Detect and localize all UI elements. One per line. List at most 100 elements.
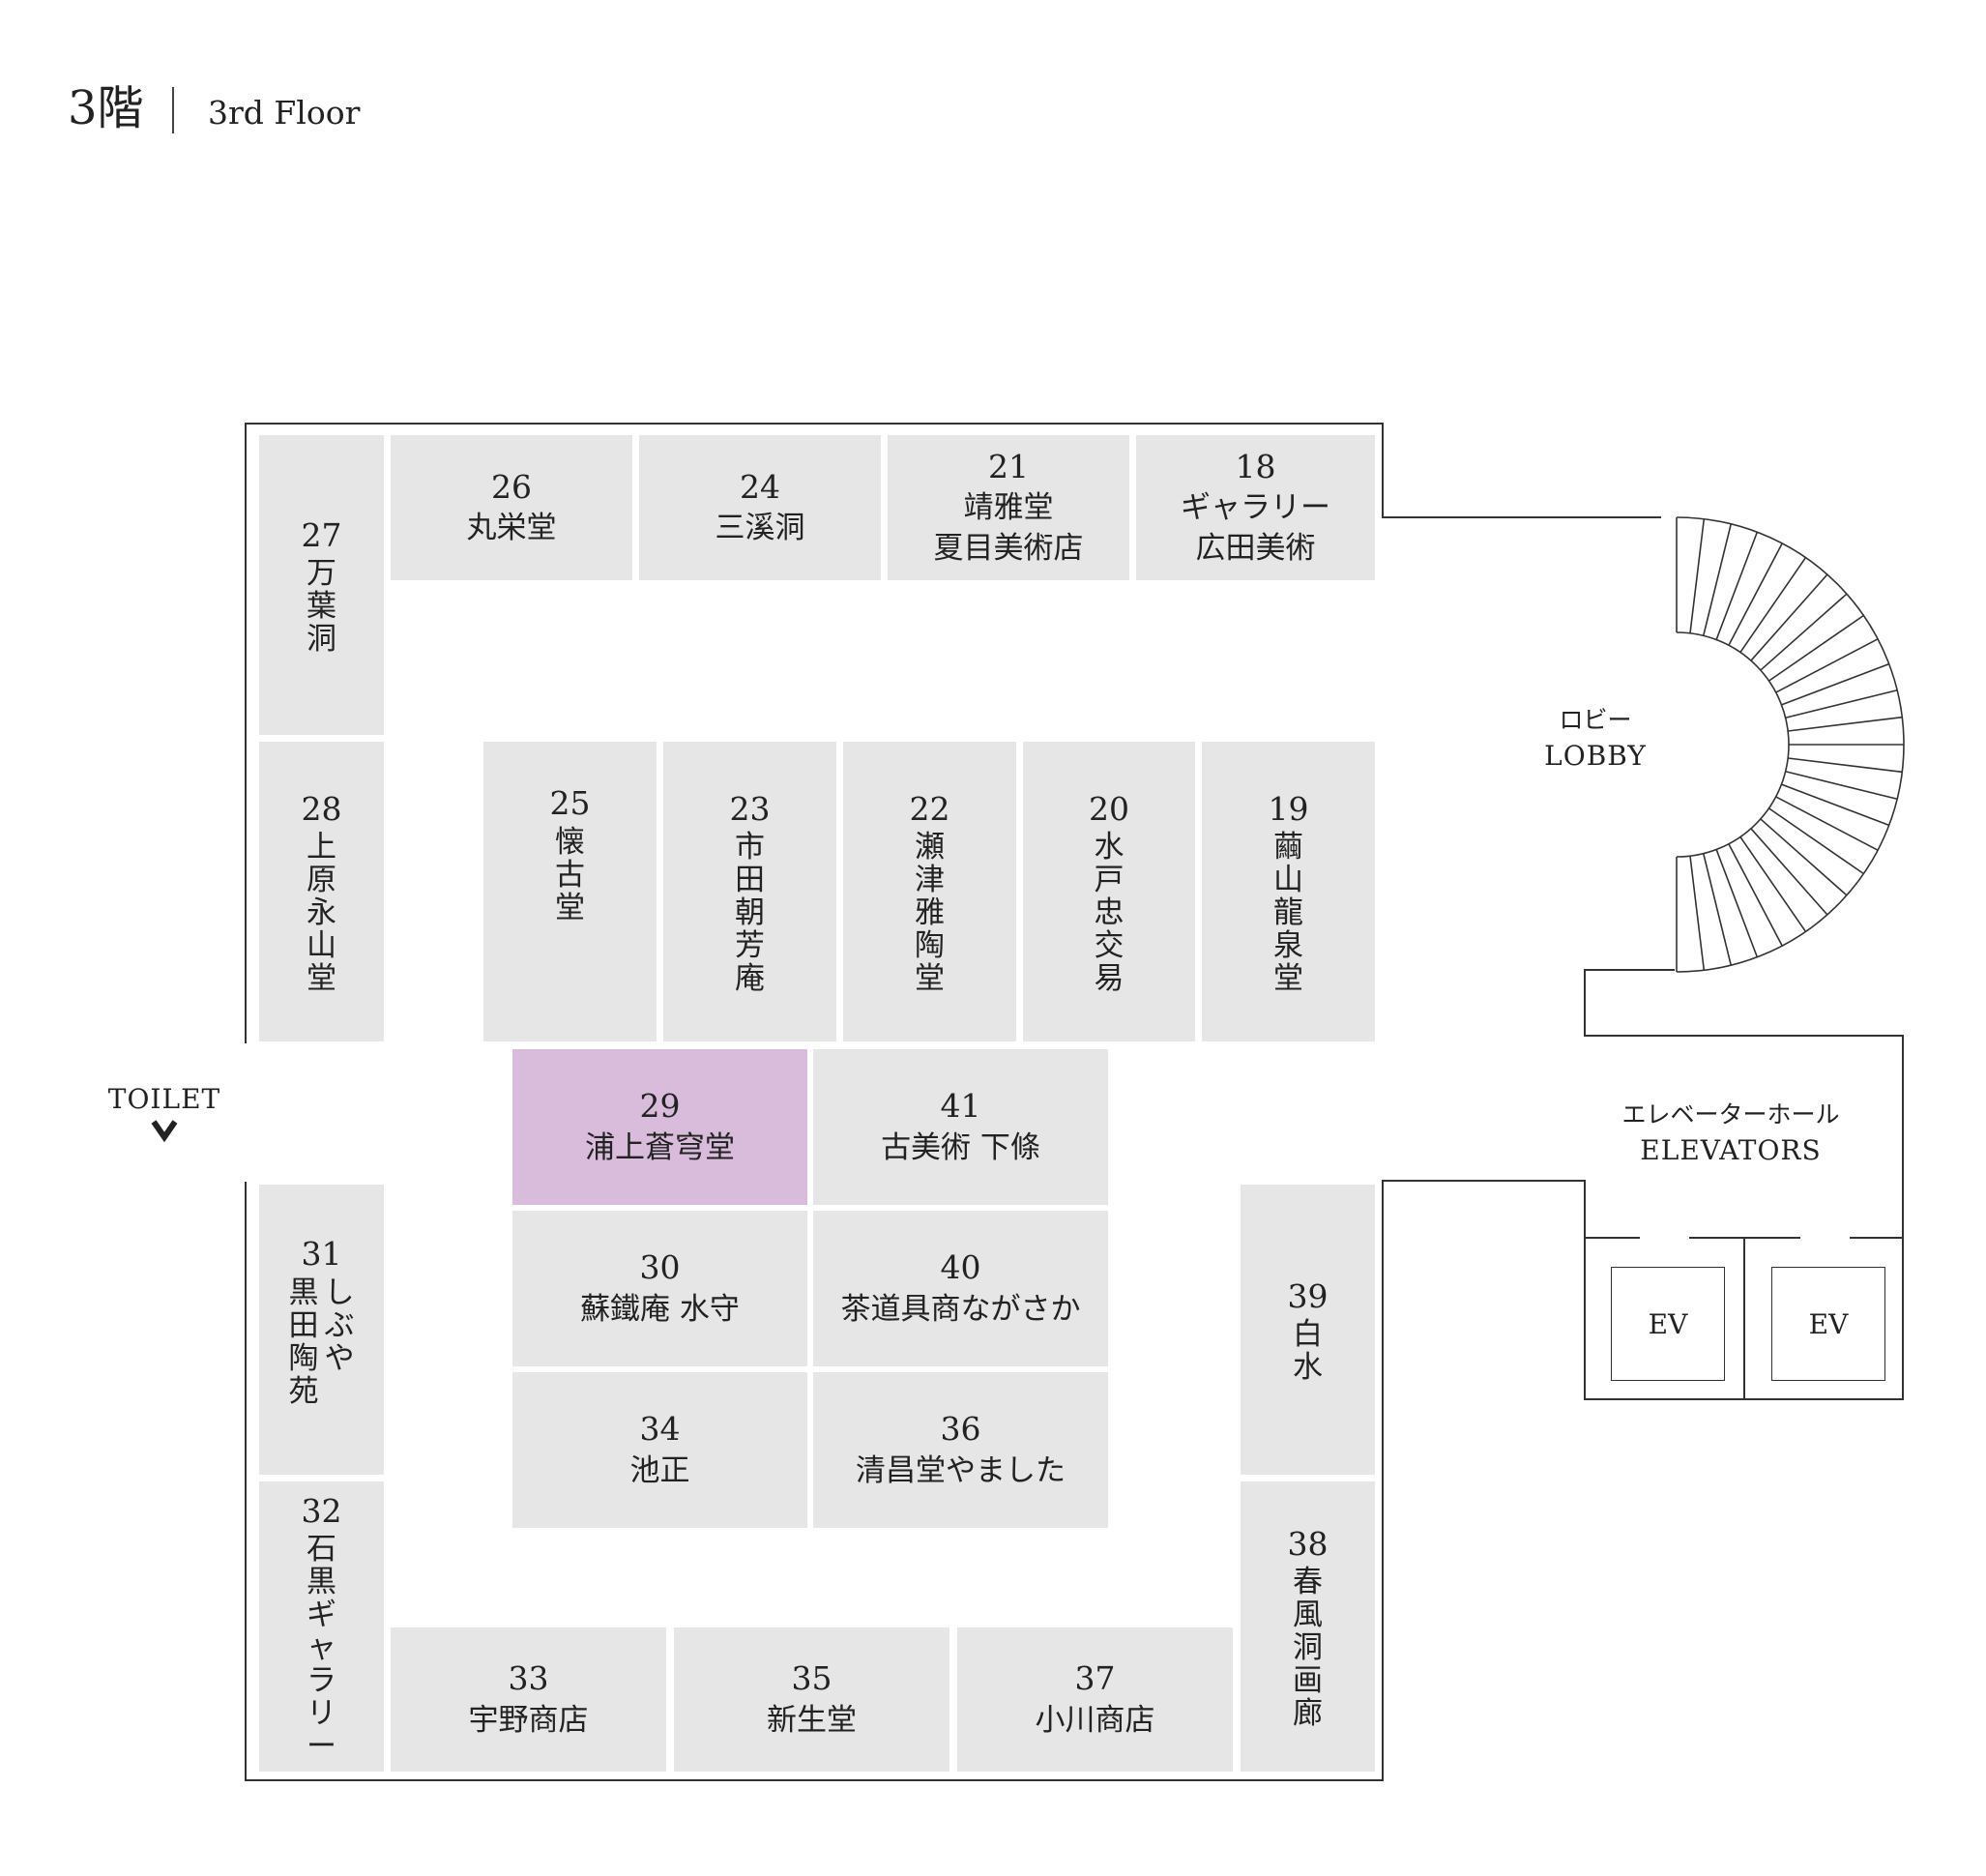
booth-name: 清昌堂やました [856, 1452, 1066, 1488]
booth-name-line2: 夏目美術店 [933, 531, 1084, 567]
booth-name: 池正 [629, 1452, 690, 1488]
booth-25[interactable]: 25 懐古堂 [483, 742, 657, 1041]
elevator-hall-label-jp: エレベーターホール [1621, 1100, 1840, 1129]
booth-name-line1: 靖雅堂 [963, 490, 1054, 526]
booth-number: 40 [940, 1248, 981, 1287]
booth-38[interactable]: 38 春風洞画廊 [1241, 1481, 1375, 1772]
main-wall-bottom [245, 1180, 1586, 1781]
booth-number: 38 [1287, 1524, 1329, 1563]
booth-name: 新生堂 [767, 1702, 857, 1738]
booth-number: 29 [639, 1087, 681, 1126]
booth-name: 茶道具商ながさか [840, 1291, 1081, 1327]
booth-number: 23 [729, 789, 771, 828]
stair-tread [1788, 757, 1903, 774]
booth-name: 市田朝芳庵 [735, 830, 765, 997]
booth-name: 丸栄堂 [466, 511, 557, 546]
booth-24[interactable]: 24 三溪洞 [639, 435, 881, 580]
booth-name: 白水 [1293, 1317, 1323, 1386]
booth-number: 35 [791, 1659, 832, 1698]
stair-tread [1702, 523, 1733, 636]
booth-27[interactable]: 27 万葉洞 [259, 435, 384, 735]
booth-number: 34 [639, 1410, 681, 1449]
elevator-right[interactable]: EV [1771, 1267, 1885, 1381]
booth-18[interactable]: 18 ギャラリー 広田美術 [1136, 435, 1375, 580]
stair-tread [1739, 557, 1807, 653]
booth-name: 小川商店 [1035, 1702, 1155, 1738]
booth-number: 18 [1235, 447, 1276, 485]
stair-tread [1702, 853, 1733, 966]
booth-number: 30 [639, 1248, 681, 1287]
booth-26[interactable]: 26 丸栄堂 [391, 435, 632, 580]
booth-name: 万葉洞 [307, 556, 336, 658]
booth-32[interactable]: 32 石黒ギャラリー [259, 1481, 384, 1772]
stair-tread [1689, 856, 1706, 971]
booth-name: 古美術 下條 [881, 1129, 1040, 1165]
stair-tread [1781, 783, 1890, 827]
booth-22[interactable]: 22 瀬津雅陶堂 [843, 742, 1016, 1041]
stair-tread [1768, 614, 1864, 682]
booth-name-line1: ギャラリー [1181, 490, 1330, 526]
stair-tread [1728, 542, 1783, 646]
booth-19[interactable]: 19 繭山龍泉堂 [1202, 742, 1375, 1041]
booth-28[interactable]: 28 上原永山堂 [259, 742, 384, 1041]
booth-number: 24 [740, 467, 780, 506]
booth-number: 25 [549, 784, 591, 822]
booth-name: 浦上蒼穹堂 [585, 1129, 735, 1165]
booth-name: しぶや 黒田陶苑 [288, 1275, 355, 1409]
booth-29[interactable]: 29 浦上蒼穹堂 [512, 1049, 807, 1205]
stair-tread [1760, 818, 1848, 896]
booth-21[interactable]: 21 靖雅堂 夏目美術店 [888, 435, 1129, 580]
booth-number: 39 [1287, 1276, 1329, 1315]
spiral-staircase [1676, 516, 1905, 973]
booth-31[interactable]: 31 しぶや 黒田陶苑 [259, 1185, 384, 1475]
booth-number: 20 [1089, 789, 1129, 828]
booth-33[interactable]: 33 宇野商店 [391, 1627, 666, 1772]
booth-36[interactable]: 36 清昌堂やました [813, 1372, 1108, 1528]
booth-number: 27 [301, 515, 342, 554]
booth-number: 36 [940, 1410, 981, 1449]
stair-tread [1775, 638, 1879, 693]
stair-tread [1775, 796, 1879, 851]
booth-20[interactable]: 20 水戸忠交易 [1023, 742, 1195, 1041]
booth-23[interactable]: 23 市田朝芳庵 [663, 742, 836, 1041]
stair-tread [1750, 828, 1828, 916]
booth-name: 上原永山堂 [307, 830, 336, 997]
stair-tread [1739, 836, 1807, 932]
stair-tread [1788, 716, 1903, 732]
booth-number: 32 [301, 1491, 342, 1530]
stair-tread [1785, 689, 1898, 719]
booth-number: 21 [988, 447, 1029, 485]
booth-name: 水戸忠交易 [1094, 830, 1124, 997]
booth-name: 蘇鐵庵 水守 [580, 1291, 740, 1327]
booth-37[interactable]: 37 小川商店 [957, 1627, 1233, 1772]
elevator-hall-label-en: ELEVATORS [1640, 1134, 1822, 1166]
stair-inner-arc [1676, 631, 1790, 858]
toilet-label: TOILET [102, 1080, 227, 1147]
lobby-label-jp: ロビー [1559, 706, 1632, 734]
stair-tread [1750, 573, 1828, 661]
booth-name: 石黒ギャラリー [307, 1532, 336, 1765]
booth-34[interactable]: 34 池正 [512, 1372, 807, 1528]
booth-name: 懐古堂 [555, 824, 585, 925]
booth-number: 33 [508, 1659, 549, 1698]
booth-name: 三溪洞 [715, 511, 805, 546]
booth-name-line2: 広田美術 [1195, 531, 1316, 567]
booth-39[interactable]: 39 白水 [1241, 1185, 1375, 1475]
stair-tread [1760, 593, 1848, 671]
booth-35[interactable]: 35 新生堂 [674, 1627, 949, 1772]
stair-tread [1768, 807, 1864, 875]
booth-name: 春風洞画廊 [1293, 1565, 1323, 1732]
booth-30[interactable]: 30 蘇鐵庵 水守 [512, 1211, 807, 1366]
booth-41[interactable]: 41 古美術 下條 [813, 1049, 1108, 1205]
booth-name: 宇野商店 [468, 1702, 589, 1738]
floor-title-jp: 3階 [68, 81, 144, 135]
booth-name: 瀬津雅陶堂 [915, 830, 945, 997]
booth-number: 37 [1074, 1659, 1116, 1698]
booth-number: 22 [909, 789, 950, 828]
booth-40[interactable]: 40 茶道具商ながさか [813, 1211, 1108, 1366]
elevator-hall-label: エレベーターホール ELEVATORS [1566, 1098, 1895, 1169]
booth-name: 繭山龍泉堂 [1273, 830, 1303, 997]
elevator-left[interactable]: EV [1611, 1267, 1725, 1381]
